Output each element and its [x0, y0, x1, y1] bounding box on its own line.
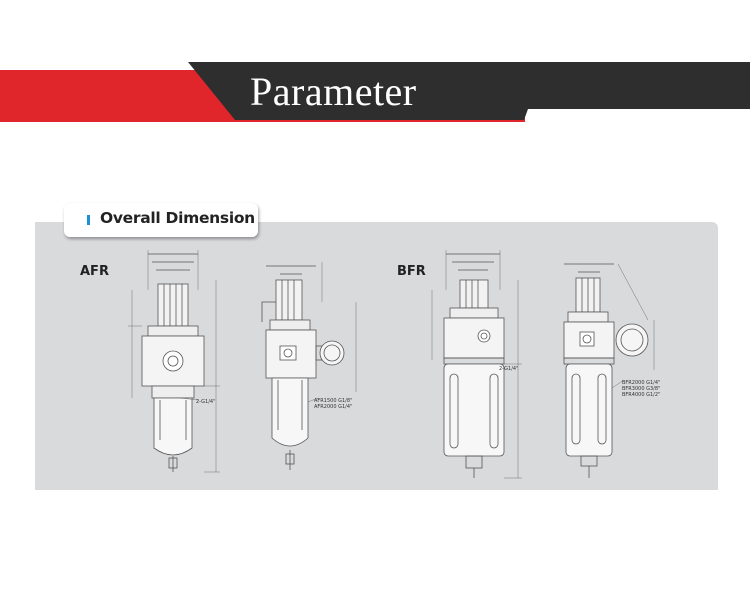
section-tab: Overall Dimension: [64, 203, 258, 237]
bfr-side-model-1: BFR2000 G1/4": [622, 380, 661, 386]
section-bullet-icon: [87, 215, 90, 225]
banner-shape: [0, 62, 750, 122]
bfr-side-models-callout: BFR2000 G1/4" BFR3000 G3/8" BFR4000 G1/2…: [622, 380, 660, 398]
bfr-side-model-2: BFR3000 G3/8": [622, 386, 661, 392]
afr-front-view-drawing: [120, 250, 230, 490]
banner-dark-stripe: [188, 62, 750, 120]
afr-side-model-1: AFR1500 G1/8": [314, 398, 353, 404]
page-title: Parameter: [250, 69, 417, 114]
header-banner: [0, 62, 750, 122]
bfr-side-model-3: BFR4000 G1/2": [622, 392, 661, 398]
banner-red-stripe: [0, 70, 525, 122]
bfr-front-port-callout: 2-G1/4": [499, 366, 519, 372]
afr-side-models-callout: AFR1500 G1/8" AFR2000 G1/4": [314, 398, 352, 410]
afr-side-model-2: AFR2000 G1/4": [314, 404, 353, 410]
model-label-afr: AFR: [80, 264, 109, 279]
bfr-side-view-drawing: [552, 260, 662, 490]
section-title: Overall Dimension: [100, 209, 255, 227]
afr-side-view-drawing: [252, 262, 362, 482]
afr-front-port-callout: 2-G1/4": [196, 399, 216, 405]
bfr-front-view-drawing: [420, 250, 530, 490]
model-label-bfr: BFR: [397, 264, 426, 279]
